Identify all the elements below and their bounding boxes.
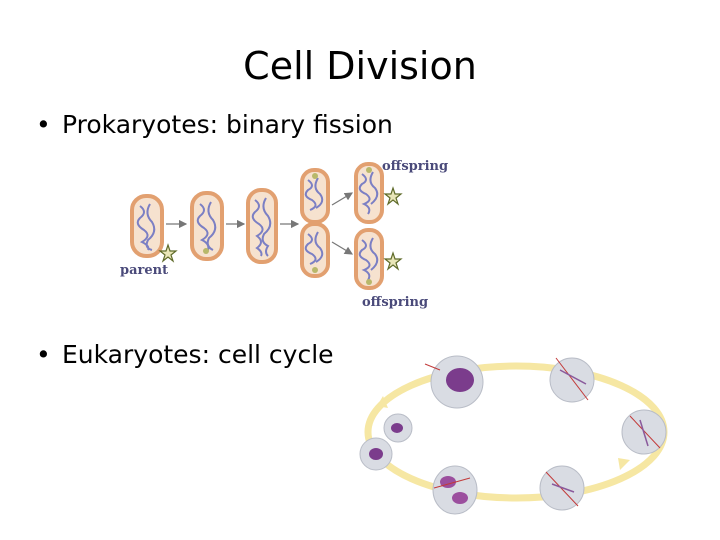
star-icon [383,186,403,206]
bullet-text: Eukaryotes: cell cycle [62,340,334,369]
bacterium-cell [246,188,278,264]
offspring-cell [354,228,384,290]
bacterium-cell [130,194,164,258]
bacterium-cell [190,191,224,261]
star-icon [383,251,403,271]
cell-interphase [424,355,484,409]
star-icon [158,243,178,263]
bullet-prokaryotes: • Prokaryotes: binary fission [36,110,393,139]
offspring-cell [354,162,384,224]
label-offspring-top: offspring [382,159,448,174]
cell-prophase [549,357,595,403]
cell-anaphase [539,465,585,511]
label-offspring-bottom: offspring [362,295,428,310]
bullet-marker: • [36,110,51,139]
cycle-ring [364,362,668,502]
arrow [331,192,354,206]
slide-title: Cell Division [243,44,477,88]
cell-telophase [432,465,478,515]
bullet-marker: • [36,340,51,369]
cycle-arrowhead [377,396,388,408]
arrow [331,241,354,255]
bullet-eukaryotes: • Eukaryotes: cell cycle [36,340,334,369]
cell-daughters [359,413,413,471]
cycle-arrowhead [618,458,630,470]
label-parent: parent [120,263,168,278]
cell-metaphase [621,409,667,455]
dividing-bacterium [300,168,330,278]
bullet-text: Prokaryotes: binary fission [62,110,393,139]
